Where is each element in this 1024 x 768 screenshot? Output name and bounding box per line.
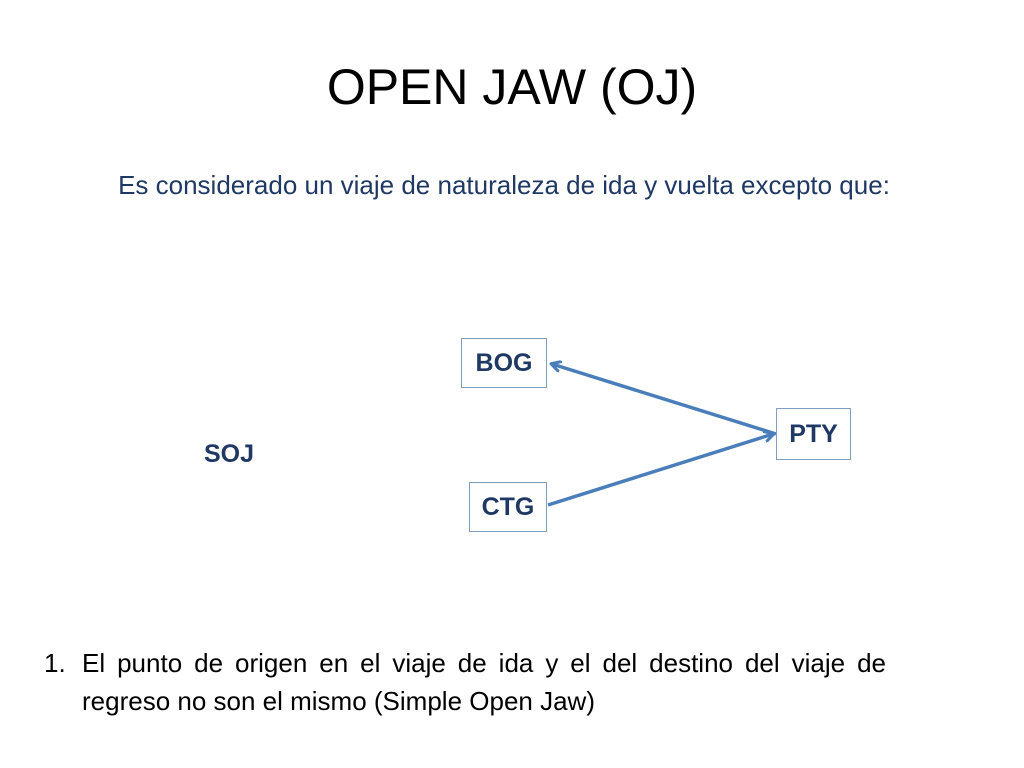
arrow-pty-to-bog	[552, 364, 777, 436]
list-item-number: 1.	[44, 648, 66, 678]
list-item-text: El punto de origen en el viaje de ida y …	[82, 648, 886, 716]
slide-title: OPEN JAW (OJ)	[326, 59, 698, 115]
node-pty-label: PTY	[789, 419, 838, 448]
list-item: 1. El punto de origen en el viaje de ida…	[44, 644, 886, 720]
arrow-ctg-to-pty	[547, 434, 773, 507]
node-bog-label: BOG	[475, 348, 533, 377]
slide-subtitle: Es considerado un viaje de naturaleza de…	[118, 170, 890, 200]
node-pty: PTY	[776, 408, 851, 460]
node-bog: BOG	[461, 338, 547, 388]
node-ctg-label: CTG	[481, 492, 535, 521]
numbered-list: 1. El punto de origen en el viaje de ida…	[44, 644, 886, 720]
node-ctg: CTG	[469, 482, 547, 532]
soj-label: SOJ	[204, 440, 255, 468]
